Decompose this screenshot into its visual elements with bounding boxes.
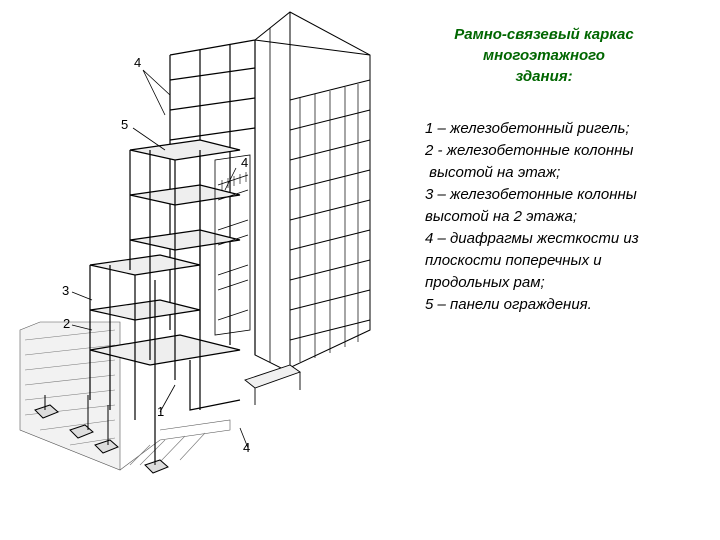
entrance-canopy (244, 364, 301, 405)
legend-line: высотой на этаж; (425, 164, 561, 181)
legend-line: плоскости поперечных и (425, 252, 602, 269)
title-line: Рамно-связевый каркас (454, 26, 634, 43)
legend-line: 4 – диафрагмы жесткости из (425, 230, 639, 247)
callout-1: 1 (157, 404, 165, 419)
slide-title: Рамно-связевый каркас многоэтажного здан… (424, 24, 664, 87)
callout-4-top: 4 (134, 55, 142, 70)
callout-4-bottom: 4 (243, 440, 251, 455)
stair-core (214, 154, 251, 336)
legend-line: 2 - железобетонные колонны (425, 142, 634, 159)
callout-5: 5 (121, 117, 129, 132)
ground-hatch (19, 321, 231, 471)
legend-text: 1 – железобетонный ригель; 2 - железобет… (425, 118, 715, 316)
column-frame (89, 39, 256, 470)
building-frame-drawing: 4 5 4 3 2 1 4 (19, 11, 371, 474)
legend-line: 5 – панели ограждения. (425, 296, 592, 313)
footings (34, 395, 169, 474)
building-frame-illustration (19, 11, 371, 474)
title-line: многоэтажного (483, 47, 605, 64)
legend-line: продольных рам; (425, 274, 545, 291)
legend-line: 3 – железобетонные колонны (425, 186, 637, 203)
callout-3: 3 (62, 283, 70, 298)
legend-line: высотой на 2 этажа; (425, 208, 578, 225)
main-tower (254, 11, 371, 371)
title-line: здания: (515, 68, 573, 85)
leader-lines (71, 69, 249, 449)
legend-line: 1 – железобетонный ригель; (425, 120, 630, 137)
callout-4-stair: 4 (241, 155, 249, 170)
callout-2: 2 (63, 316, 71, 331)
